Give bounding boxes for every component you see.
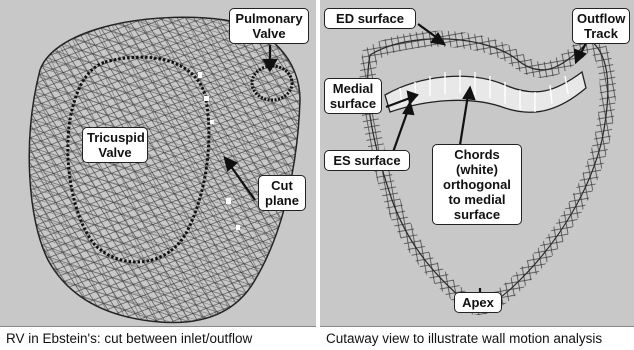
pulmonary-valve-label: Pulmonary Valve [229, 8, 309, 44]
cut-plane-label: Cut plane [258, 175, 306, 211]
apex-label: Apex [454, 292, 502, 313]
left-panel: Pulmonary Valve Tricuspid Valve Cut plan… [0, 0, 316, 350]
ed-surface-label: ED surface [324, 8, 416, 29]
left-caption: RV in Ebstein's: cut between inlet/outfl… [0, 326, 316, 350]
right-caption: Cutaway view to illustrate wall motion a… [320, 326, 634, 350]
chords-label: Chords (white) orthogonal to medial surf… [432, 144, 522, 225]
right-panel: ED surface Outflow Track Medial surface … [320, 0, 634, 350]
es-surface-label: ES surface [324, 150, 410, 171]
tricuspid-valve-label: Tricuspid Valve [82, 127, 148, 163]
outflow-track-label: Outflow Track [572, 8, 630, 44]
medial-surface-label: Medial surface [324, 78, 382, 114]
